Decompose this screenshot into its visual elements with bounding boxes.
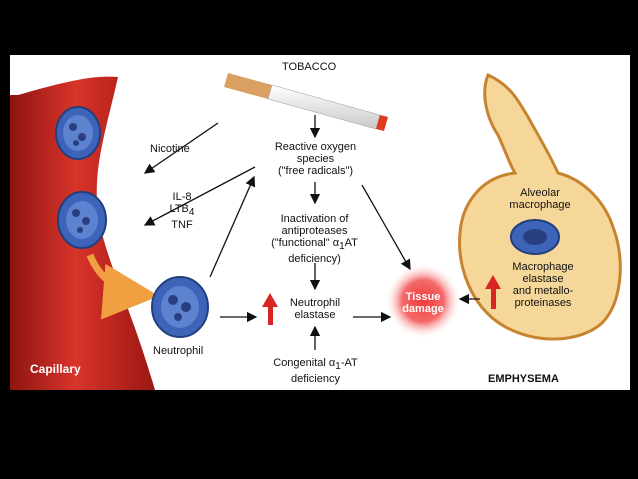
cell-upper <box>55 106 101 160</box>
tissue-damage-glow <box>385 263 461 339</box>
pathway-arrows <box>143 115 480 350</box>
neutrophil-elastase-label: Neutrophil elastase <box>289 297 341 321</box>
diagram-canvas <box>10 72 622 390</box>
macrophage-elastase-up-arrow <box>485 275 501 309</box>
alveolar-macrophage-cell <box>510 219 560 255</box>
diagram-panel: TOBACCO Nicotine Reactive oxygen species… <box>10 55 630 390</box>
emphysema-label: EMPHYSEMA <box>488 373 559 385</box>
congenital-label: Congenital α1-AT deficiency <box>273 357 358 386</box>
alveolar-macrophage-label: Alveolar macrophage <box>509 187 571 211</box>
neutrophil-label: Neutrophil <box>153 345 204 357</box>
neutrophil-elastase-up-arrow <box>262 293 278 325</box>
alveolus <box>458 72 622 341</box>
tissue-damage-label: Tissue damage <box>402 291 444 315</box>
inactivation-label: Inactivation of antiproteases ("function… <box>271 213 358 266</box>
cell-lower <box>57 191 107 249</box>
capillary-label: Capillary <box>30 362 81 376</box>
nicotine-label: Nicotine <box>150 143 190 155</box>
migration-arrow <box>86 253 159 320</box>
neutrophil-cell <box>151 276 209 338</box>
reactive-oxygen-label: Reactive oxygen species ("free radicals"… <box>274 141 357 177</box>
macrophage-elastase-label: Macrophage elastase and metallo- protein… <box>512 261 574 309</box>
cigarette <box>224 73 388 131</box>
cytokines-label: IL-8 LTB4 TNF <box>169 191 195 232</box>
tobacco-label: TOBACCO <box>282 61 337 73</box>
